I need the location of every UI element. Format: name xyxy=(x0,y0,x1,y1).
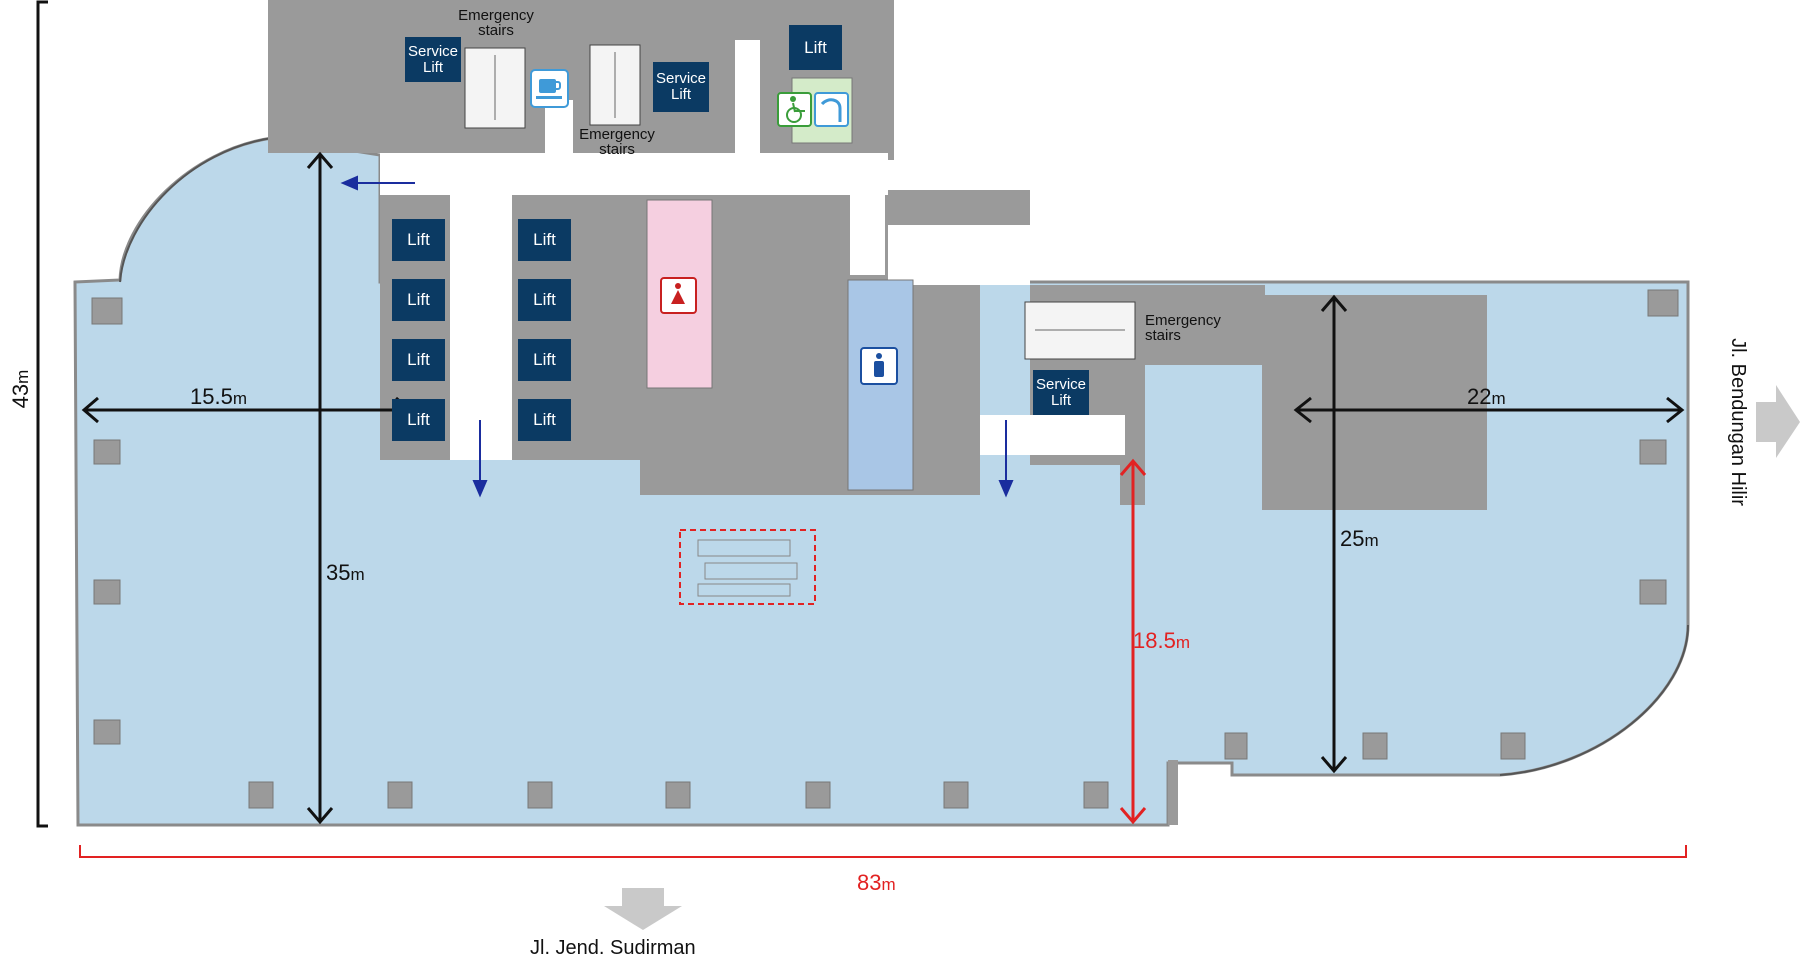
service-lift-1: Service Lift xyxy=(405,37,461,82)
lift-right-4: Lift xyxy=(518,399,571,441)
lift-label: Lift xyxy=(533,230,556,250)
dim-value: 22 xyxy=(1467,384,1492,409)
lift-label: Lift xyxy=(407,350,430,370)
female-restroom-icon xyxy=(660,277,697,314)
lift-label: Lift xyxy=(407,410,430,430)
lift-left-4: Lift xyxy=(392,399,445,441)
pantry-icon xyxy=(530,69,569,108)
lift-label: Lift xyxy=(533,290,556,310)
lift-right-3: Lift xyxy=(518,339,571,381)
emergency-line2: stairs xyxy=(478,22,514,39)
curtain-wall-top-left xyxy=(119,137,273,283)
dim-right-width-label: 22m xyxy=(1467,386,1506,408)
wheelchair-icon xyxy=(777,92,812,127)
emergency-stairs-label-1: Emergency stairs xyxy=(456,8,536,38)
dim-unit: m xyxy=(13,369,32,384)
lift-label: Lift xyxy=(533,350,556,370)
dim-left-width-label: 15.5m xyxy=(190,386,247,408)
service-lift-label-1: Service xyxy=(407,42,459,60)
lift-label: Lift xyxy=(533,410,556,430)
lift-top: Lift xyxy=(789,25,842,70)
dim-25-arrow xyxy=(1320,294,1348,774)
male-restroom-icon xyxy=(860,347,898,385)
lift-label: Lift xyxy=(407,230,430,250)
structural-columns xyxy=(91,289,1679,809)
dim-value: 83 xyxy=(857,870,882,895)
street-east-label: Jl. Bendungan Hilir xyxy=(1726,338,1749,506)
service-lift-label-2: Lift xyxy=(422,58,443,76)
service-lift-label-2: Lift xyxy=(670,86,691,103)
emergency-line1: Emergency xyxy=(579,126,655,143)
emergency-line2: stairs xyxy=(1145,327,1181,344)
lift-right-1: Lift xyxy=(518,219,571,261)
service-lift-label-1: Service xyxy=(1035,375,1087,393)
shower-icon xyxy=(814,92,849,127)
emergency-stairs-label-2: Emergency stairs xyxy=(577,127,657,157)
dim-35-arrow xyxy=(306,151,334,825)
dim-value: 18.5 xyxy=(1133,628,1176,653)
service-lift-label-1: Service xyxy=(655,70,707,88)
dim-value: 35 xyxy=(326,560,351,585)
width-bracket xyxy=(79,845,1687,858)
dim-18-5-arrow xyxy=(1119,458,1147,825)
lift-left-3: Lift xyxy=(392,339,445,381)
emergency-stairs-label-3: Emergency stairs xyxy=(1145,313,1221,343)
service-lift-3: Service Lift xyxy=(1033,370,1089,415)
dim-unit: m xyxy=(1364,531,1379,550)
dim-value: 25 xyxy=(1340,526,1365,551)
dim-core-to-window-label: 18.5m xyxy=(1133,630,1190,652)
dim-value: 43 xyxy=(8,383,33,409)
dim-unit: m xyxy=(1491,389,1506,408)
dim-left-depth-label: 35m xyxy=(326,562,365,584)
street-arrow-icon xyxy=(604,385,1800,930)
atrium-escalator xyxy=(697,539,798,597)
dim-right-depth-label: 25m xyxy=(1340,528,1379,550)
dim-unit: m xyxy=(881,875,896,894)
dim-total-width-label: 83m xyxy=(857,872,896,894)
emergency-line1: Emergency xyxy=(1145,312,1221,329)
lift-right-2: Lift xyxy=(518,279,571,321)
corridor xyxy=(380,40,1125,460)
dim-total-height-label: 43m xyxy=(8,368,33,410)
height-bracket xyxy=(36,0,48,828)
service-lift-2: Service Lift xyxy=(653,62,709,112)
dim-unit: m xyxy=(350,565,365,584)
street-south-label: Jl. Jend. Sudirman xyxy=(530,937,696,959)
atrium-void xyxy=(679,529,816,605)
dim-value: 15.5 xyxy=(190,384,233,409)
curtain-wall-bottom-right xyxy=(1499,624,1689,776)
lift-label: Lift xyxy=(407,290,430,310)
service-lift-label-2: Lift xyxy=(1050,391,1071,409)
stair-treads xyxy=(494,52,1125,331)
dim-22-arrow xyxy=(1293,396,1685,424)
emergency-line1: Emergency xyxy=(458,7,534,24)
lift-label: Lift xyxy=(804,37,827,57)
dim-unit: m xyxy=(232,389,247,408)
dim-unit: m xyxy=(1175,633,1190,652)
door-arrow-icon xyxy=(340,175,1014,498)
lift-left-1: Lift xyxy=(392,219,445,261)
lift-left-2: Lift xyxy=(392,279,445,321)
emergency-line2: stairs xyxy=(599,141,635,158)
